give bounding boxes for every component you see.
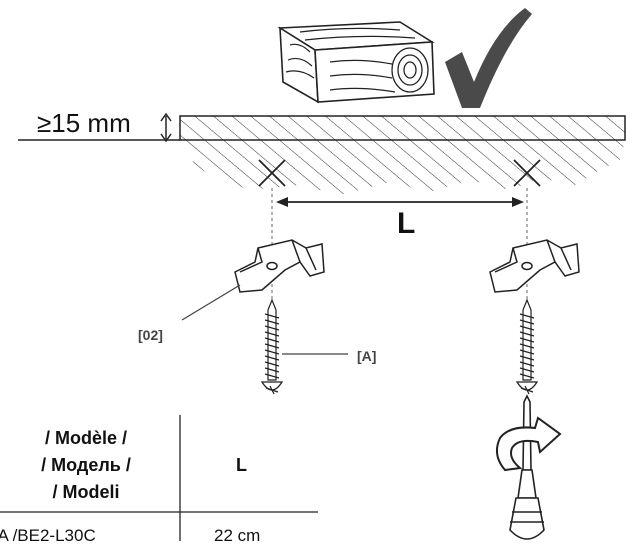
drill-mark-left xyxy=(258,159,286,187)
checkmark-icon xyxy=(445,8,532,108)
table-cell-length: 22 cm xyxy=(214,526,261,545)
distance-dimension xyxy=(276,197,524,207)
table-header-line: / Modèle / xyxy=(44,428,127,448)
wood-block-icon xyxy=(277,21,435,104)
drill-mark-right xyxy=(513,159,541,187)
bracket-part-label: [02] xyxy=(138,327,163,343)
wood-screw-icon xyxy=(260,298,284,395)
table-header-line: / Modeli xyxy=(52,482,120,502)
spec-table-lines xyxy=(0,415,318,541)
leader-lines xyxy=(181,284,348,355)
table-header-length: L xyxy=(236,455,247,475)
wood-screw-icon xyxy=(515,298,539,395)
screwdriver-icon xyxy=(509,394,545,540)
table-header-model: / Modèle / / Модель / / Modeli xyxy=(0,425,174,506)
ceiling-surface xyxy=(179,115,626,195)
screw-part-label: [A] xyxy=(357,348,377,364)
rotation-arrow-icon xyxy=(495,416,562,472)
bracket-clip-icon xyxy=(234,239,325,293)
table-header-line: / Модель / xyxy=(41,455,131,475)
thickness-marker xyxy=(18,112,180,143)
distance-label: L xyxy=(397,207,416,240)
table-cell-model: 0A /BE2-L30C xyxy=(0,526,96,545)
thickness-label: ≥15 mm xyxy=(37,108,131,138)
bracket-clip-icon xyxy=(489,239,580,293)
